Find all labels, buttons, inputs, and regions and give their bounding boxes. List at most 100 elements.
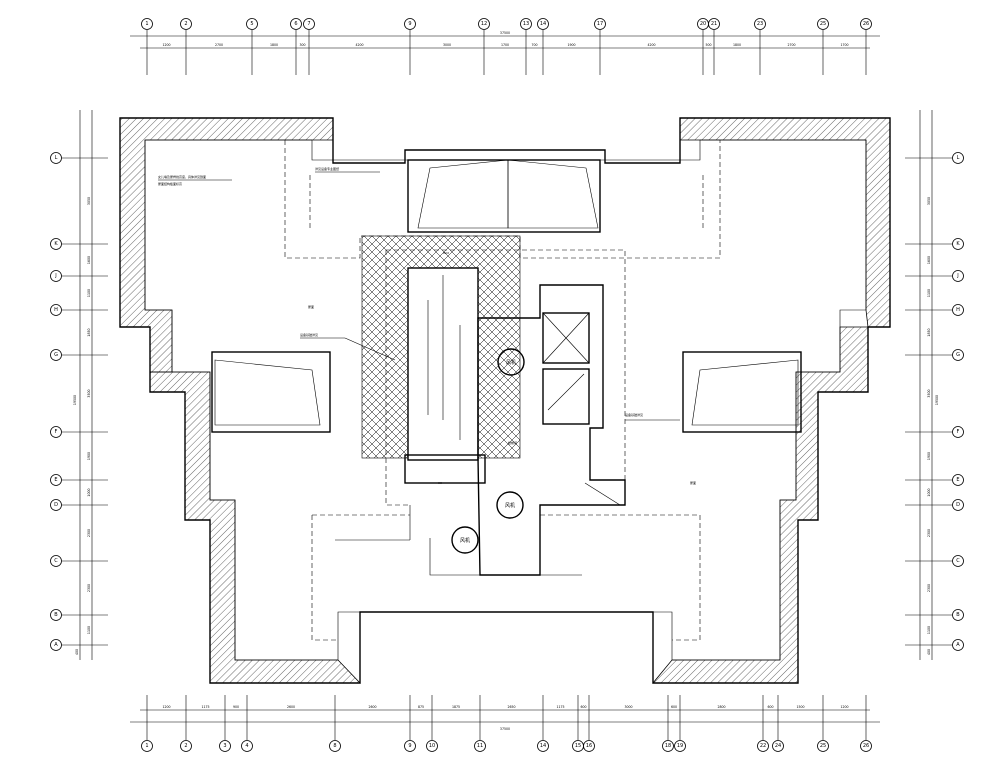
- dim-text-7: 2300: [87, 529, 91, 537]
- axis-label-J: J: [54, 273, 56, 279]
- axis-bubble-19: [674, 740, 686, 752]
- note-top: 详见设备专业图纸: [315, 166, 339, 171]
- axis-label-17: 17: [597, 21, 603, 27]
- axis-label-9: 9: [408, 743, 411, 749]
- axis-label-B: B: [54, 612, 58, 618]
- axis-label-A: A: [956, 642, 960, 648]
- axis-label-2: 2: [184, 743, 187, 749]
- roof-label-left: 屋面: [308, 304, 314, 309]
- axis-label-24: 24: [775, 743, 781, 749]
- dim-text-3: 1850: [87, 328, 91, 336]
- axis-marker-bottom-22: 22: [757, 695, 769, 752]
- axis-label-15: 15: [575, 743, 581, 749]
- axis-label-D: D: [956, 502, 960, 508]
- axis-label-14: 14: [540, 743, 546, 749]
- axis-bubble-22: [757, 740, 769, 752]
- dim-text-0: 3050: [927, 197, 931, 205]
- axis-label-2: 2: [184, 21, 187, 27]
- axis-bubble-J: [952, 270, 964, 282]
- axis-marker-right-E: E: [905, 474, 964, 486]
- axis-label-9: 9: [408, 21, 411, 27]
- dim-text-2: 1800: [270, 43, 278, 47]
- annotations: 女儿墙及屋脊线高度，具体详见剖面 屋面结构板面标高 详见设备专业图纸 设备基础详…: [158, 166, 696, 485]
- axis-bubble-A: [50, 639, 62, 651]
- axis-bubble-D: [50, 499, 62, 511]
- axis-bubble-C: [952, 555, 964, 567]
- axis-marker-bottom-3: 3: [219, 695, 231, 752]
- axis-bubble-18: [662, 740, 674, 752]
- axis-bubble-3: [219, 740, 231, 752]
- axis-bubble-A: [952, 639, 964, 651]
- edge-mark-right: 400: [927, 649, 931, 655]
- dim-left-total: 19500: [73, 395, 77, 405]
- axis-bubble-12: [478, 18, 490, 30]
- axis-bubble-14: [537, 18, 549, 30]
- dim-text-12: 2700: [787, 43, 795, 47]
- axis-marker-top-20: 20: [697, 18, 709, 75]
- dim-text-6: 1700: [501, 43, 509, 47]
- axis-bubble-G: [50, 349, 62, 361]
- axis-marker-top-2: 2: [180, 18, 192, 75]
- axis-marker-bottom-26: 26: [860, 695, 872, 752]
- small-label-a: XXX: [443, 251, 449, 255]
- dim-text-8: 1900: [567, 43, 575, 47]
- dim-text-13: 600: [767, 705, 773, 709]
- dim-text-0: 1200: [162, 43, 170, 47]
- dormer-left: [211, 351, 331, 433]
- axis-bubble-1: [141, 740, 153, 752]
- axis-label-23: 23: [757, 21, 763, 27]
- dim-text-2: 1100: [927, 289, 931, 297]
- dim-text-6: 1875: [452, 705, 460, 709]
- axis-bubble-F: [50, 426, 62, 438]
- axis-label-19: 19: [677, 743, 683, 749]
- axis-marker-top-14: 14: [537, 18, 549, 75]
- axis-bubble-J: [50, 270, 62, 282]
- dim-text-1: 2700: [215, 43, 223, 47]
- note-parapet: 女儿墙及屋脊线高度，具体详见剖面: [158, 174, 206, 179]
- axis-marker-top-13: 13: [520, 18, 532, 75]
- machine-room: [335, 284, 626, 576]
- dim-text-6: 1000: [927, 488, 931, 496]
- axis-bubble-C: [50, 555, 62, 567]
- axis-bubble-24: [772, 740, 784, 752]
- axis-label-G: G: [54, 352, 58, 358]
- dim-text-4: 3500: [87, 389, 91, 397]
- axis-marker-top-25: 25: [817, 18, 829, 75]
- axis-label-11: 11: [477, 743, 483, 749]
- axis-marker-left-G: G: [50, 349, 108, 361]
- dim-text-8: 2300: [927, 584, 931, 592]
- axis-marker-bottom-25: 25: [817, 695, 829, 752]
- axis-label-J: J: [956, 273, 958, 279]
- axis-marker-bottom-8: 8: [329, 695, 341, 752]
- axis-bubble-E: [952, 474, 964, 486]
- edge-mark-left: 400: [75, 649, 79, 655]
- axis-bubble-B: [50, 609, 62, 621]
- axis-marker-bottom-18: 18: [662, 695, 674, 752]
- axis-label-1: 1: [145, 743, 148, 749]
- axis-label-14: 14: [540, 21, 546, 27]
- axis-marker-bottom-14: 14: [537, 695, 549, 752]
- dim-text-4: 4200: [355, 43, 363, 47]
- axis-marker-bottom-1: 1: [141, 695, 153, 752]
- axis-label-21: 21: [711, 21, 717, 27]
- dim-text-2: 1100: [87, 289, 91, 297]
- axis-marker-right-D: D: [905, 499, 964, 511]
- axis-marker-left-B: B: [50, 609, 108, 621]
- axis-marker-left-L: L: [50, 152, 108, 164]
- axis-label-22: 22: [760, 743, 766, 749]
- axis-label-20: 20: [700, 21, 706, 27]
- dim-text-5: 1900: [927, 452, 931, 460]
- axis-label-7: 7: [307, 21, 310, 27]
- roof-label-right: 屋面: [690, 480, 696, 485]
- axis-label-F: F: [55, 429, 58, 435]
- axis-bubble-5: [246, 18, 258, 30]
- axis-label-B: B: [956, 612, 960, 618]
- dim-text-2: 900: [233, 705, 239, 709]
- axis-bubble-9: [404, 18, 416, 30]
- axis-marker-bottom-9: 9: [404, 695, 416, 752]
- axis-label-1: 1: [145, 21, 148, 27]
